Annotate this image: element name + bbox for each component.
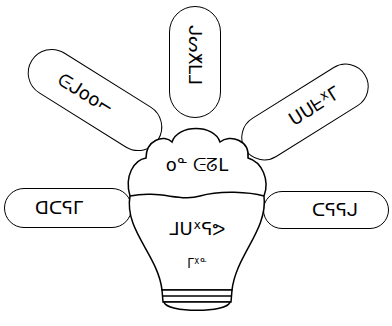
bulb-outline — [118, 112, 274, 317]
petal-text: ᗡᑕᕋᒥ — [35, 199, 83, 217]
petal: ᑕᕋᕋᒍ — [263, 191, 389, 229]
bulb-shape: oᓐ ᕮᘔᒪ ᒧᑌᕁᕋᕗ ᒥᕁᓐ — [118, 112, 274, 317]
bulb-text: oᓐ ᕮᘔᒪ — [166, 156, 229, 174]
bulb-base — [162, 290, 232, 302]
bulb-divider — [130, 192, 264, 198]
petal: ᕮᒍoo⌐ — [19, 40, 172, 160]
petal: ᗡᑕᕋᒥ — [4, 188, 132, 228]
petal: ᑌᑌᖶᕁᒥ — [233, 55, 378, 169]
petal-text: ᒍᔕⵅᒪᒧ — [186, 25, 204, 85]
petal-text: ᕮᒍoo⌐ — [55, 70, 117, 118]
bulb-glass — [128, 129, 266, 291]
bulb-tip — [164, 302, 230, 310]
petal: ᒍᔕⵅᒪᒧ — [169, 6, 221, 118]
bulb-text: ᒧᑌᕁᕋᕗ — [169, 220, 226, 238]
petal-text: ᑌᑌᖶᕁᒥ — [286, 84, 343, 129]
petal-text: ᑕᕋᕋᒍ — [312, 201, 358, 219]
bulb-text: ᒥᕁᓐ — [187, 258, 207, 270]
bulb-ring — [163, 295, 231, 297]
